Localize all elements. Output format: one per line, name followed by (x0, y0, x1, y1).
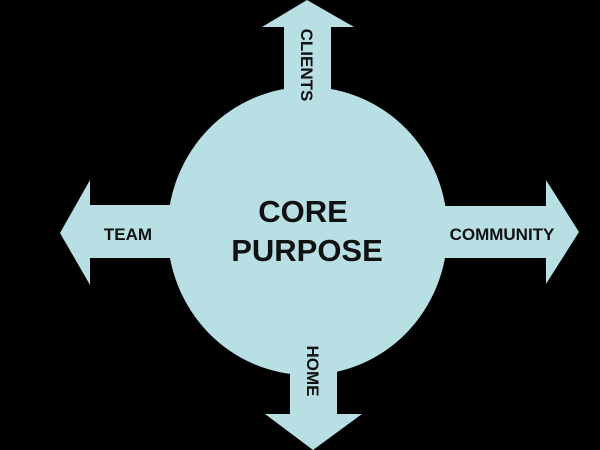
center-label-line1: CORE (258, 194, 348, 229)
label-community: COMMUNITY (450, 225, 555, 244)
label-team: TEAM (104, 225, 152, 244)
arrow-left-team (60, 180, 200, 285)
arrow-down-home (265, 330, 362, 450)
core-circle (167, 87, 448, 375)
label-home: HOME (303, 346, 322, 397)
center-label-line2: PURPOSE (231, 233, 383, 268)
arrow-right-community (420, 180, 579, 284)
label-clients: CLIENTS (297, 29, 316, 102)
